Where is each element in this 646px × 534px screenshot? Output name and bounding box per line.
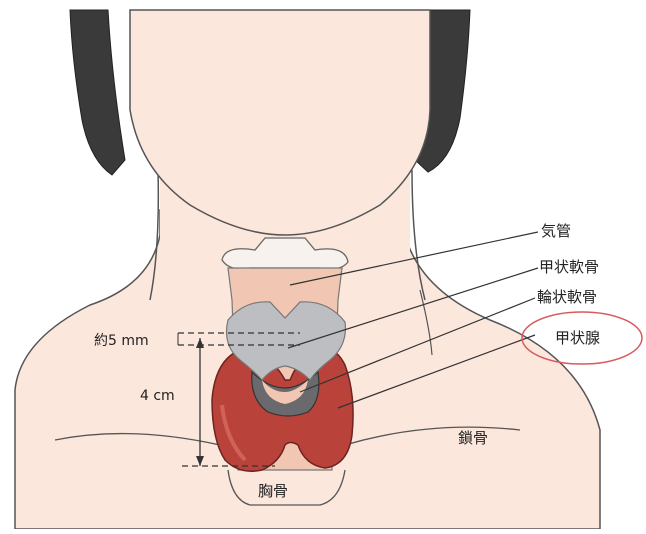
label-thyroid-cartilage: 甲状軟骨 — [539, 258, 599, 276]
label-thyroid-gland: 甲状腺 — [555, 329, 600, 347]
label-trachea: 気管 — [541, 222, 571, 240]
label-sternum: 胸骨 — [258, 482, 288, 500]
measure-isthmus: 約5 mm — [94, 333, 149, 349]
label-cricoid-cartilage: 輪状軟骨 — [537, 288, 597, 306]
label-clavicle: 鎖骨 — [458, 429, 488, 447]
measure-gland-height: 4 cm — [140, 388, 175, 404]
left-hair-ear — [70, 10, 125, 175]
